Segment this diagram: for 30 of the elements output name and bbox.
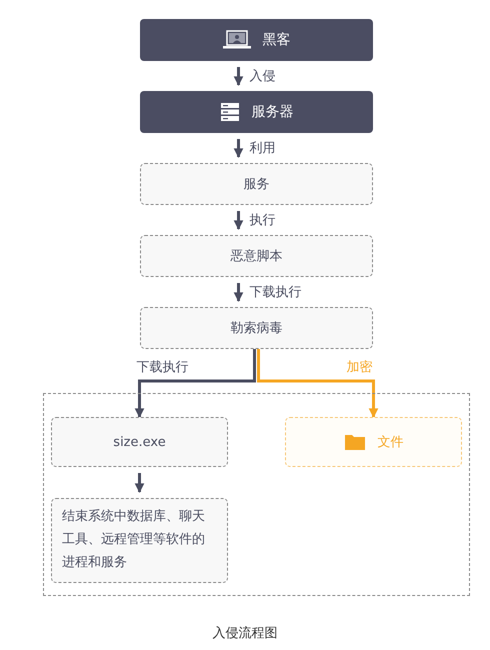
process-box xyxy=(140,235,373,277)
edge-label: 执行 xyxy=(248,211,276,229)
file-box xyxy=(285,417,462,467)
caption: 入侵流程图 xyxy=(212,625,278,642)
arrow xyxy=(234,211,244,230)
arrow xyxy=(234,67,244,86)
process-box xyxy=(140,163,373,205)
node-label: 服务器 xyxy=(252,103,294,121)
arrow xyxy=(134,349,256,418)
process-box xyxy=(140,307,373,349)
process-box xyxy=(51,417,228,467)
group-frame xyxy=(43,393,470,596)
node-label: 勒索病毒 xyxy=(230,320,282,337)
node-label: size.exe xyxy=(113,434,166,450)
arrow xyxy=(257,349,378,418)
process-box xyxy=(140,19,373,61)
arrow xyxy=(134,473,144,493)
process-box xyxy=(140,91,373,133)
edge-label: 下载执行 xyxy=(248,283,302,301)
node-label: 恶意脚本 xyxy=(230,248,282,265)
process-box xyxy=(51,498,228,583)
edge-label: 入侵 xyxy=(248,67,276,85)
node-label: 文件 xyxy=(378,434,404,451)
arrow xyxy=(234,283,244,302)
node-label: 服务 xyxy=(244,176,270,193)
node-label: 结束系统中数据库、聊天工具、远程管理等软件的进程和服务 xyxy=(61,508,206,572)
edge-label: 利用 xyxy=(248,139,276,157)
edge-label: 下载执行 xyxy=(136,358,190,376)
arrow xyxy=(234,139,244,158)
node-label: 黑客 xyxy=(262,31,290,49)
